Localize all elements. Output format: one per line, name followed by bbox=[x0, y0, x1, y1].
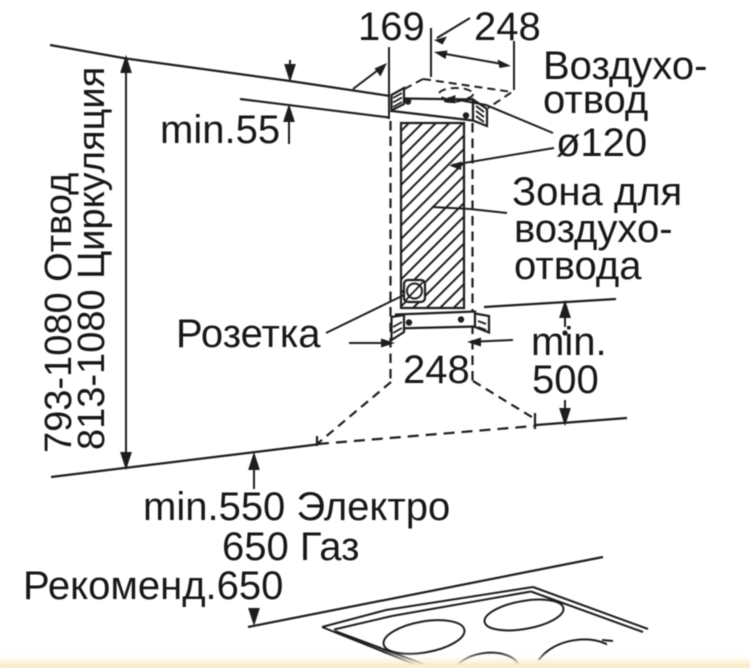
svg-text:169: 169 bbox=[358, 5, 425, 49]
svg-text:793-1080 Отвод: 793-1080 Отвод bbox=[38, 173, 80, 453]
svg-text:248: 248 bbox=[403, 348, 470, 392]
svg-text:отвод: отвод bbox=[543, 78, 648, 122]
svg-text:Рекоменд.650: Рекоменд.650 bbox=[23, 564, 283, 608]
svg-text:min.: min. bbox=[531, 320, 607, 364]
svg-text:500: 500 bbox=[532, 358, 599, 402]
svg-text:248: 248 bbox=[474, 5, 541, 49]
svg-text:воздухо-: воздухо- bbox=[514, 207, 673, 251]
svg-text:ø120: ø120 bbox=[556, 121, 647, 165]
svg-text:Воздухо-: Воздухо- bbox=[543, 44, 707, 88]
svg-text:Розетка: Розетка bbox=[176, 312, 321, 356]
svg-text:min.55: min.55 bbox=[160, 108, 280, 152]
svg-text:отвода: отвода bbox=[514, 244, 642, 288]
svg-text:813-1080 Циркуляция: 813-1080 Циркуляция bbox=[71, 67, 113, 450]
svg-text:650 Газ: 650 Газ bbox=[222, 525, 359, 569]
svg-text:min.550 Электро: min.550 Электро bbox=[143, 485, 450, 529]
svg-text:Зона для: Зона для bbox=[512, 170, 682, 214]
